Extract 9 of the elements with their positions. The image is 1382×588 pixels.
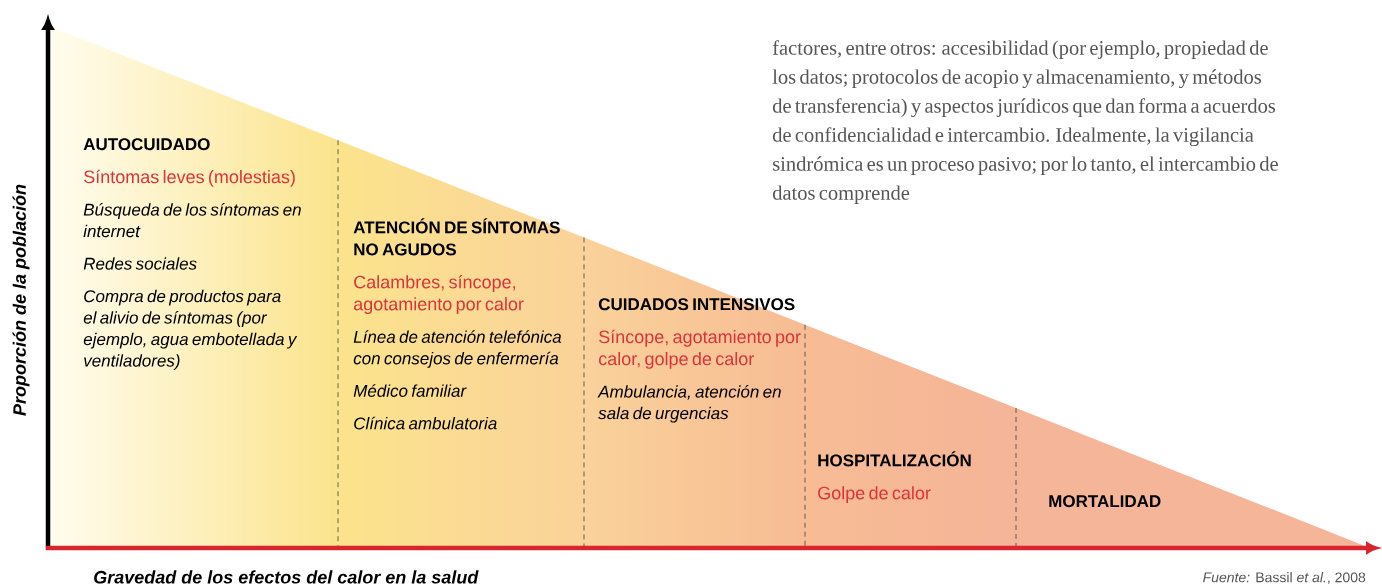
- severity-column: ATENCIÓN DE SÍNTOMAS NO AGUDOS Calambres, síncope, agotamiento por calor Línea de atención telefónica con consejos de enfermería Médico familiar Clínica ambulatoria: [337, 139, 562, 549]
- severity-column: MORTALIDAD: [1015, 407, 1161, 549]
- axis-title: Proporción de la población: [12, 184, 30, 416]
- paragraph: factores, entre otros: accesibilidad (por ejemplo, propiedad de los datos; protocolos de acopio y almacenamiento, y métodos de transferencia) y aspectos jurídicos que dan forma a acuerdos de confidencialidad e intercambio. Idealmente, la vigilancia sindrómica es un proceso pasivo; por lo tanto, el intercambio de datos comprende: [772, 40, 1278, 204]
- source-note: Fuente: Bassil et al., 2008: [1203, 572, 1366, 584]
- axis-title: Gravedad de los efectos del calor en la salud: [94, 570, 479, 584]
- severity-column: HOSPITALIZACIÓN Golpe de calor: [804, 324, 971, 549]
- severity-column: CUIDADOS INTENSIVOS Síncope, agotamiento por calor, golpe de calor Ambulancia, atención en sala de urgencias: [583, 237, 801, 549]
- severity-column: AUTOCUIDADO Síntomas leves (molestias) Búsqueda de los síntomas en internet Redes sociales Compra de productos para el alivio de síntomas (por ejemplo, agua embotellada y ventiladores): [83, 138, 301, 371]
